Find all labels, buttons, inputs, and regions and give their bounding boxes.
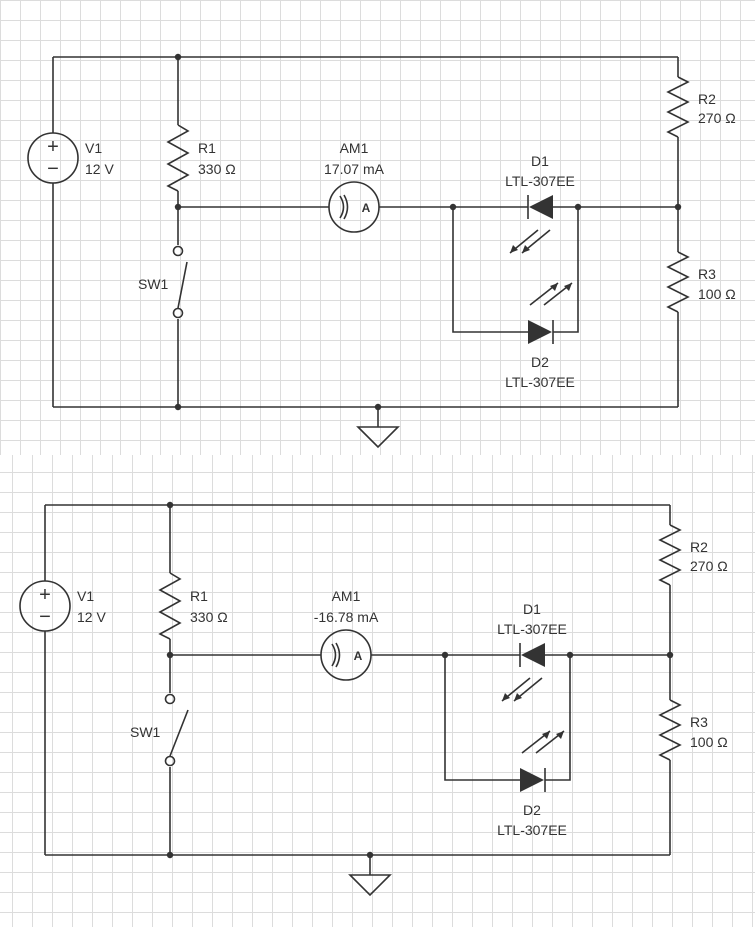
am1-name-label: AM1 xyxy=(332,588,361,604)
sw1-name-label: SW1 xyxy=(138,276,169,292)
switch-sw1[interactable] xyxy=(172,245,188,319)
resistor-r1[interactable] xyxy=(158,572,182,640)
junction-dot xyxy=(441,651,449,659)
d2-part-label: LTL-307EE xyxy=(505,374,575,390)
junction-dot xyxy=(666,651,674,659)
junction-dot xyxy=(174,203,182,211)
r1-name-label: R1 xyxy=(190,588,208,604)
d1-name-label: D1 xyxy=(523,601,541,617)
am1-name-label: AM1 xyxy=(340,140,369,156)
minus-sign: − xyxy=(39,606,51,628)
circuit-schematic-bottom: + − V1 12 V R1 330 Ω SW1 A A xyxy=(19,501,728,897)
wires xyxy=(52,56,679,427)
ground-symbol xyxy=(356,426,400,449)
r3-value-label: 100 Ω xyxy=(690,734,728,750)
circuit-panel-top: + − V1 12 V R1 330 Ω SW1 A AM1 17.07 mA xyxy=(0,0,755,455)
sw1-name-label: SW1 xyxy=(130,724,161,740)
v1-value-label: 12 V xyxy=(77,609,106,625)
junction-dot xyxy=(166,851,174,859)
resistor-r3[interactable] xyxy=(666,251,690,313)
d2-name-label: D2 xyxy=(531,354,549,370)
d2-name-label: D2 xyxy=(523,802,541,818)
wires xyxy=(44,504,671,875)
circuit-schematic-top: + − V1 12 V R1 330 Ω SW1 A AM1 17.07 mA xyxy=(27,53,736,449)
v1-name-label: V1 xyxy=(77,588,94,604)
led-d1[interactable] xyxy=(501,643,545,702)
d1-part-label: LTL-307EE xyxy=(497,621,567,637)
r2-name-label: R2 xyxy=(690,539,708,555)
resistor-r1[interactable] xyxy=(166,124,190,192)
am1-reading-label: 17.07 mA xyxy=(324,161,385,177)
junction-dot xyxy=(174,53,182,61)
junction-dot xyxy=(166,651,174,659)
junction-dot xyxy=(166,501,174,509)
r2-value-label: 270 Ω xyxy=(690,558,728,574)
voltage-source-v1[interactable]: + − xyxy=(27,132,79,184)
v1-name-label: V1 xyxy=(85,140,102,156)
d1-name-label: D1 xyxy=(531,153,549,169)
r1-name-label: R1 xyxy=(198,140,216,156)
junction-dot xyxy=(174,403,182,411)
r3-name-label: R3 xyxy=(690,714,708,730)
plus-sign: + xyxy=(39,584,51,606)
circuit-panel-bottom: + − V1 12 V R1 330 Ω SW1 A A xyxy=(0,455,755,927)
switch-sw1[interactable] xyxy=(164,693,189,767)
ammeter-am1[interactable]: A xyxy=(328,181,380,233)
junction-dot xyxy=(574,203,582,211)
ammeter-symbol: A xyxy=(354,649,363,663)
resistor-r2[interactable] xyxy=(666,76,690,138)
led-d2[interactable] xyxy=(528,282,573,344)
ground-symbol xyxy=(348,874,392,897)
resistor-r3[interactable] xyxy=(658,699,682,761)
led-d1[interactable] xyxy=(509,195,553,254)
ammeter-symbol: A xyxy=(362,201,371,215)
v1-value-label: 12 V xyxy=(85,161,114,177)
junction-dot xyxy=(366,851,374,859)
resistor-r2[interactable] xyxy=(658,524,682,586)
junction-dot xyxy=(674,203,682,211)
r1-value-label: 330 Ω xyxy=(198,161,236,177)
am1-reading-label: -16.78 mA xyxy=(314,609,379,625)
r1-value-label: 330 Ω xyxy=(190,609,228,625)
minus-sign: − xyxy=(47,158,59,180)
junction-dot xyxy=(449,203,457,211)
junction-dot xyxy=(566,651,574,659)
r3-value-label: 100 Ω xyxy=(698,286,736,302)
plus-sign: + xyxy=(47,136,59,158)
r2-name-label: R2 xyxy=(698,91,716,107)
r3-name-label: R3 xyxy=(698,266,716,282)
ammeter-am1[interactable]: A xyxy=(320,629,372,681)
d1-part-label: LTL-307EE xyxy=(505,173,575,189)
junction-dot xyxy=(374,403,382,411)
voltage-source-v1[interactable]: + − xyxy=(19,580,71,632)
d2-part-label: LTL-307EE xyxy=(497,822,567,838)
r2-value-label: 270 Ω xyxy=(698,110,736,126)
led-d2[interactable] xyxy=(520,730,565,792)
